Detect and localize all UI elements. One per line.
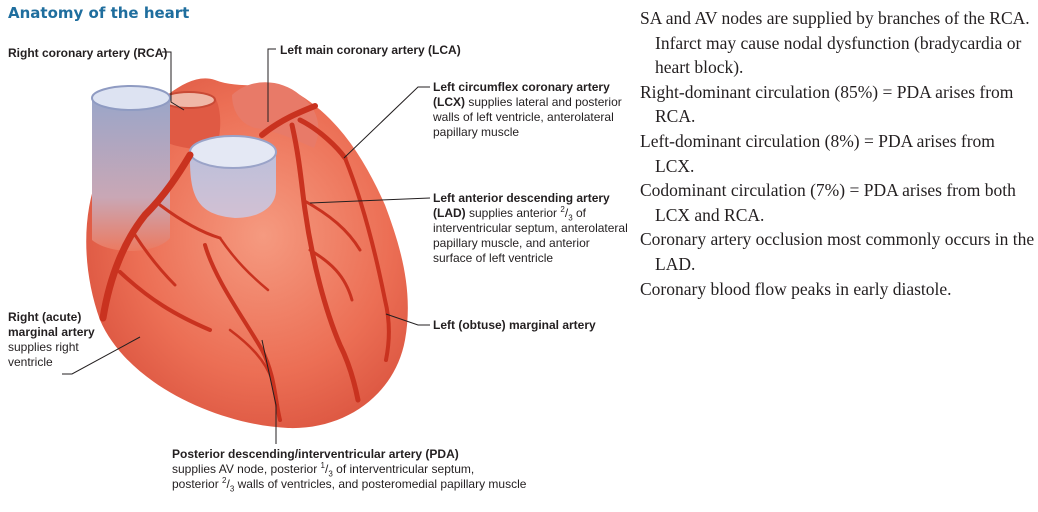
lcx-label: Left circumflex coronary artery (LCX) su… <box>433 80 622 139</box>
fact-item: Left-dominant circulation (8%) = PDA ari… <box>640 130 995 176</box>
page-title: Anatomy of the heart <box>8 4 190 22</box>
facts-list: SA and AV nodes are supplied by branches… <box>640 6 1035 301</box>
lad-leader <box>309 197 431 204</box>
fact-item: Coronary blood flow peaks in early diast… <box>640 278 952 299</box>
fact-item: SA and AV nodes are supplied by branches… <box>640 8 1030 78</box>
lcx <box>297 117 348 161</box>
rca-branch-2 <box>133 233 177 287</box>
lad-diagonal-1 <box>301 198 362 252</box>
rca-label: Right coronary artery (RCA) <box>8 46 168 60</box>
fact-item: Coronary artery occlusion most commonly … <box>640 229 1035 274</box>
pda-label: Posterior descending/interventricular ar… <box>172 447 527 494</box>
lad-fraction-numerator: 2 <box>560 205 565 214</box>
anterior-branch <box>218 236 270 292</box>
lcx-leader <box>343 86 430 159</box>
lom-leader <box>385 313 430 326</box>
rca-branch-1 <box>158 203 222 240</box>
lom-label: Left (obtuse) marginal artery <box>433 318 596 332</box>
pda-fraction1-denominator: 3 <box>328 469 333 479</box>
pda <box>203 243 282 422</box>
ram-label: Right (acute) marginal artery supplies r… <box>8 310 95 369</box>
pda-fraction2-numerator: 2 <box>222 476 227 485</box>
pda-leader <box>261 339 277 444</box>
lad-label: Left anterior descending artery (LAD) su… <box>433 191 628 265</box>
left-auricle <box>232 82 319 148</box>
right-marginal <box>118 270 212 332</box>
pulmonary-artery <box>160 94 221 150</box>
superior-vena-cava <box>92 98 170 252</box>
vena-cava-opening <box>91 85 171 111</box>
pda-fraction2-denominator: 3 <box>229 484 235 494</box>
lad <box>289 122 361 403</box>
aorta-opening <box>189 135 277 169</box>
heart-illustration <box>62 48 431 444</box>
rca-main <box>99 151 194 322</box>
rca-leader <box>162 51 185 111</box>
fact-item: Codominant circulation (7%) = PDA arises… <box>640 180 1016 225</box>
lad-diagonal-2 <box>308 248 354 302</box>
lca-leader <box>267 48 276 122</box>
lca-main <box>259 103 318 138</box>
pda-fraction1-numerator: 1 <box>320 461 325 470</box>
obtuse-marginal <box>343 156 391 362</box>
ram-leader <box>62 336 141 375</box>
fact-item: Right-dominant circulation (85%) = PDA a… <box>640 81 1014 127</box>
lad-fraction-denominator: 3 <box>568 213 573 223</box>
lca-label: Left main coronary artery (LCA) <box>280 43 461 57</box>
